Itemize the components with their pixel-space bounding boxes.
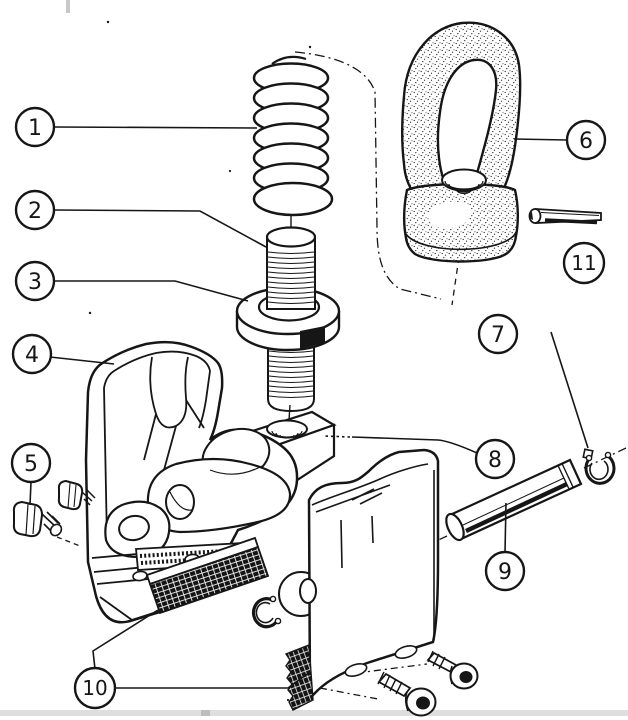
threaded-spindle-and-washer — [235, 226, 341, 421]
callout-6: 6 — [565, 119, 607, 161]
pivot-hole — [299, 578, 317, 604]
socket-screw — [426, 650, 479, 690]
callout-10: 10 — [73, 666, 117, 710]
socket-screws-bottom — [377, 650, 479, 717]
clamp-body — [84, 340, 299, 624]
callout-3: 3 — [14, 260, 56, 302]
callout-9-number: 9 — [498, 560, 512, 585]
retaining-ring — [582, 448, 616, 485]
callout-7: 7 — [477, 313, 519, 355]
callout-5: 5 — [10, 442, 52, 484]
socket-screws-left — [12, 479, 96, 538]
cover-plate — [299, 448, 440, 702]
callout-2-number: 2 — [28, 199, 42, 224]
callout-4-number: 4 — [25, 343, 39, 368]
socket-screw — [57, 479, 96, 511]
spring-pin — [528, 208, 602, 225]
callout-8: 8 — [474, 438, 516, 480]
callout-10-number: 10 — [82, 676, 107, 700]
socket-screw — [12, 500, 63, 538]
retaining-ring-lower — [251, 595, 282, 629]
callout-6-number: 6 — [579, 129, 593, 154]
serrated-grip-pad-cover — [284, 644, 314, 711]
leader-lines — [29, 126, 589, 689]
serrated-grip-pad — [145, 536, 270, 615]
callout-8-number: 8 — [488, 448, 502, 473]
callout-9: 9 — [484, 550, 526, 592]
callout-2: 2 — [14, 189, 56, 231]
callout-11: 11 — [562, 241, 606, 285]
callout-5-number: 5 — [24, 452, 38, 477]
socket-screw — [377, 671, 437, 717]
compression-spring — [252, 55, 334, 227]
callouts: 1 2 3 4 5 6 7 8 — [10, 106, 607, 710]
callout-1-number: 1 — [28, 116, 42, 141]
callout-1: 1 — [14, 106, 56, 148]
callout-3-number: 3 — [28, 270, 42, 295]
pivot-pin — [445, 458, 583, 542]
lifting-eye-nut — [400, 21, 522, 263]
callout-11-number: 11 — [571, 251, 596, 275]
callout-4: 4 — [11, 333, 53, 375]
callout-7-number: 7 — [491, 323, 505, 348]
